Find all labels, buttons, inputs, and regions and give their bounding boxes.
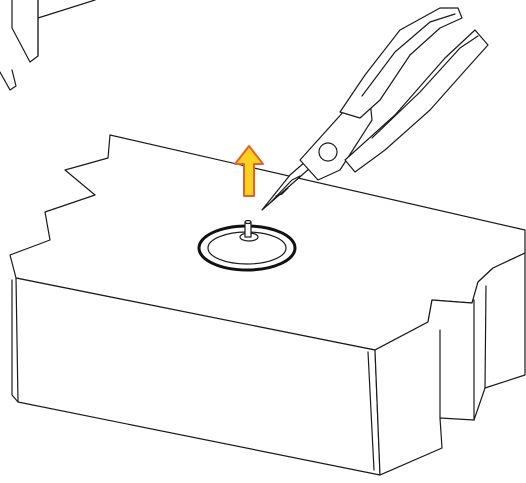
up-arrow-icon: [234, 145, 264, 197]
pliers-icon: [261, 7, 489, 211]
pin-icon: [239, 219, 259, 242]
pliers-pivot: [318, 142, 338, 162]
background-part: [0, 0, 96, 91]
pin-assembly: [197, 219, 297, 272]
block-side-face: [374, 252, 526, 476]
device-block: [9, 134, 526, 476]
